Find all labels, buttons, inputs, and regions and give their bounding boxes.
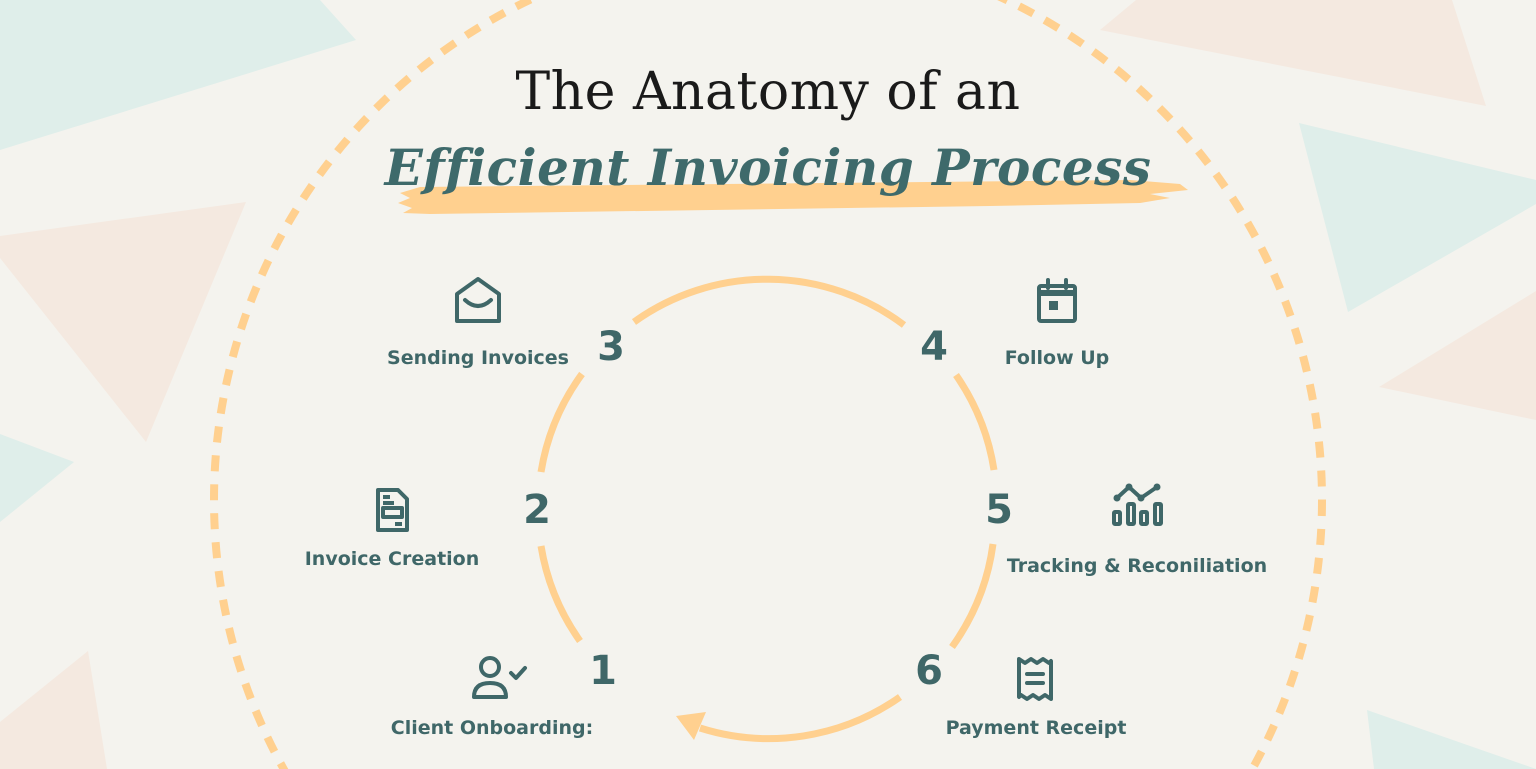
cycle-arc-4-5 <box>953 373 998 471</box>
step-label: Invoice Creation <box>304 548 480 570</box>
cycle-arc-3-4 <box>631 275 907 328</box>
step-number: 2 <box>523 487 551 533</box>
calendar-icon <box>1037 278 1077 323</box>
bg-triangle-mint-bottom-right <box>1367 710 1536 769</box>
step-number: 6 <box>915 648 943 694</box>
bg-triangle-peach-top-right <box>1100 0 1486 106</box>
user-check-icon <box>472 656 527 699</box>
step-label: Payment Receipt <box>945 717 1127 739</box>
cycle-arc-5-6 <box>949 543 997 650</box>
open-envelope-icon <box>455 277 501 323</box>
step-number: 5 <box>985 487 1013 533</box>
step-label: Sending Invoices <box>387 347 569 369</box>
title-line-1: The Anatomy of an <box>515 62 1021 122</box>
document-icon <box>376 488 409 532</box>
title-brush-underline <box>398 180 1188 214</box>
cycle-arc-2-3 <box>537 371 585 473</box>
receipt-icon <box>1017 657 1053 701</box>
cycle-arrowhead <box>676 712 706 740</box>
bg-triangle-mint-right <box>1299 123 1536 312</box>
step-number: 1 <box>589 648 617 694</box>
cycle-arc-1-2 <box>537 545 583 644</box>
title-line-2: Efficient Invoicing Process <box>384 138 1152 197</box>
bg-triangle-mint-top-left <box>0 0 356 150</box>
chart-trend-icon <box>1112 483 1163 526</box>
step-label: Follow Up <box>1004 347 1110 369</box>
cycle-arc-6-1 <box>698 694 903 743</box>
outer-dashed-ring <box>210 0 1326 769</box>
bg-triangle-peach-right <box>1379 291 1536 420</box>
step-label: Tracking & Reconiliation <box>1006 555 1268 577</box>
step-number: 3 <box>597 324 625 370</box>
bg-triangle-mint-left <box>0 434 74 522</box>
bg-triangle-peach-left <box>0 202 246 442</box>
bg-triangle-peach-bottom-left <box>0 651 107 769</box>
step-number: 4 <box>920 324 948 370</box>
step-label: Client Onboarding: <box>390 717 594 739</box>
